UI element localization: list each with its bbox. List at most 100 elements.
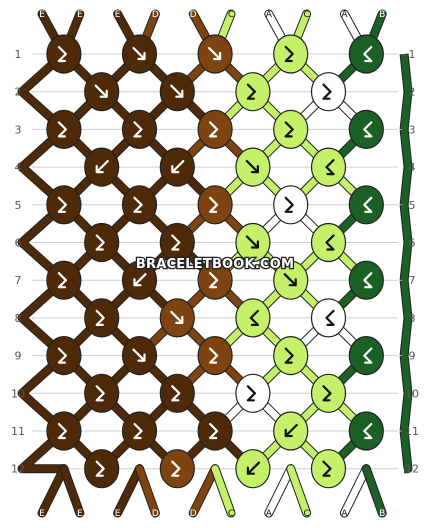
knot bbox=[197, 34, 233, 74]
knot bbox=[235, 72, 271, 112]
knot bbox=[159, 222, 195, 263]
forward-backward-knot-arrow-icon bbox=[57, 347, 68, 364]
knot-oval bbox=[197, 336, 233, 376]
knot bbox=[84, 449, 120, 489]
edge-thread bbox=[400, 355, 412, 432]
knot bbox=[197, 260, 233, 300]
bottom-string-letter: D bbox=[190, 509, 197, 519]
row-number-label: 9 bbox=[409, 350, 416, 363]
bottom-string-letter: C bbox=[303, 509, 309, 519]
knot bbox=[310, 72, 347, 112]
bottom-string bbox=[340, 465, 370, 517]
knot bbox=[348, 34, 384, 74]
knot-oval bbox=[348, 336, 384, 376]
forward-backward-knot-arrow-icon bbox=[209, 422, 219, 440]
top-string-letter: A bbox=[266, 10, 273, 20]
row-number-label: 11 bbox=[405, 425, 419, 438]
knot-oval bbox=[310, 72, 347, 112]
knot-oval bbox=[348, 260, 384, 300]
backward-forward-knot-arrow-icon bbox=[363, 272, 373, 289]
backward-forward-knot-arrow-icon bbox=[363, 196, 373, 213]
knot bbox=[159, 373, 195, 413]
knot-oval bbox=[197, 109, 233, 149]
knot bbox=[197, 411, 233, 451]
knot bbox=[310, 298, 347, 338]
knot-oval bbox=[197, 411, 233, 451]
top-string-letter: D bbox=[152, 10, 159, 20]
forward-knot-arrow-icon bbox=[245, 235, 259, 249]
knot bbox=[84, 373, 120, 413]
top-string-letter: C bbox=[303, 10, 309, 20]
bottom-string bbox=[189, 465, 219, 517]
forward-backward-knot-arrow-icon bbox=[57, 121, 68, 138]
edge-thread bbox=[18, 202, 67, 283]
bottom-string-letter: E bbox=[115, 509, 121, 519]
row-number-label: 1 bbox=[409, 48, 416, 61]
row-number-label: 3 bbox=[15, 123, 22, 136]
row-number-label: 11 bbox=[11, 425, 25, 438]
knot-oval bbox=[84, 298, 120, 338]
knot bbox=[273, 260, 309, 300]
forward-backward-knot-arrow-icon bbox=[57, 422, 68, 440]
knot bbox=[159, 298, 195, 338]
edge-thread bbox=[18, 126, 67, 208]
bottom-string bbox=[136, 465, 159, 517]
forward-backward-knot-arrow-icon bbox=[209, 347, 219, 364]
knot bbox=[197, 336, 233, 376]
row-number-label: 10 bbox=[405, 387, 419, 400]
knot bbox=[197, 109, 233, 149]
forward-backward-knot-arrow-icon bbox=[95, 309, 105, 326]
knot-oval bbox=[84, 222, 120, 263]
top-string-letter: E bbox=[39, 10, 45, 20]
knot-oval bbox=[159, 449, 195, 489]
knot bbox=[348, 411, 384, 451]
knot bbox=[159, 72, 195, 112]
knot bbox=[235, 147, 271, 187]
backward-knot-arrow-icon bbox=[95, 160, 109, 174]
edge-thread bbox=[400, 430, 412, 473]
forward-knot-arrow-icon bbox=[132, 46, 146, 61]
bottom-string bbox=[60, 465, 84, 517]
knot bbox=[310, 222, 347, 263]
forward-backward-knot-arrow-icon bbox=[284, 121, 294, 138]
forward-backward-knot-arrow-icon bbox=[133, 196, 143, 213]
forward-backward-knot-arrow-icon bbox=[246, 385, 256, 402]
knot bbox=[273, 34, 309, 74]
forward-knot-arrow-icon bbox=[283, 273, 297, 287]
forward-backward-knot-arrow-icon bbox=[322, 460, 332, 477]
knot bbox=[348, 260, 384, 300]
row-number-label: 10 bbox=[11, 387, 25, 400]
knot-oval bbox=[46, 336, 82, 376]
forward-backward-knot-arrow-icon bbox=[322, 385, 332, 402]
knot bbox=[84, 72, 120, 112]
knot bbox=[84, 298, 120, 338]
backward-forward-knot-arrow-icon bbox=[363, 347, 373, 364]
knot-grid bbox=[46, 34, 384, 489]
bottom-string-letter: C bbox=[228, 509, 234, 519]
row-number-label: 6 bbox=[409, 237, 416, 250]
edge-thread bbox=[18, 51, 67, 133]
knot-oval bbox=[197, 185, 233, 225]
watermark-text: BRACELETBOOK.COM bbox=[136, 257, 294, 272]
knot bbox=[348, 109, 384, 149]
knot-oval bbox=[310, 449, 347, 489]
top-string-letter: E bbox=[77, 10, 83, 20]
forward-backward-knot-arrow-icon bbox=[57, 272, 68, 289]
forward-backward-knot-arrow-icon bbox=[209, 272, 219, 289]
knot bbox=[197, 185, 233, 225]
knot bbox=[310, 373, 347, 413]
knot-oval bbox=[84, 449, 120, 489]
knot bbox=[46, 34, 82, 74]
backward-forward-knot-arrow-icon bbox=[363, 422, 373, 440]
knot bbox=[46, 109, 82, 149]
bottom-string-letter: B bbox=[379, 509, 385, 519]
knot-oval bbox=[273, 109, 309, 149]
knot bbox=[273, 336, 309, 376]
knot-oval bbox=[235, 373, 271, 413]
top-string-letter: B bbox=[379, 10, 385, 20]
forward-backward-knot-arrow-icon bbox=[284, 196, 294, 213]
forward-backward-knot-arrow-icon bbox=[95, 385, 105, 402]
